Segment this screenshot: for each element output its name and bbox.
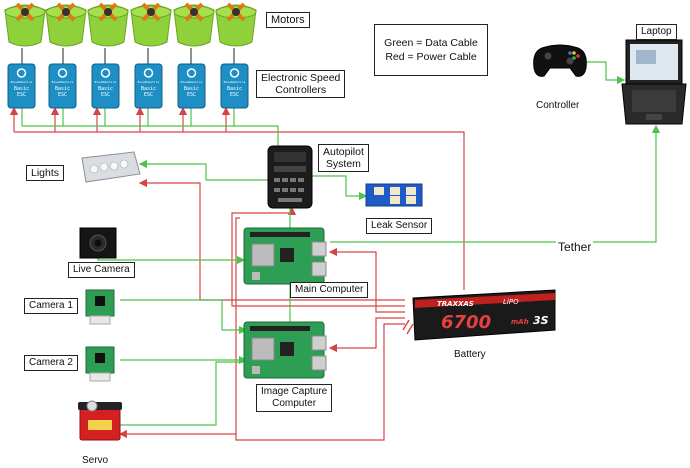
autopilot-label: Autopilot System <box>318 144 369 172</box>
esc: BlueRobotics Basic ESC <box>220 63 249 109</box>
esc: BlueRobotics Basic ESC <box>91 63 120 109</box>
main-computer-label: Main Computer <box>290 282 369 298</box>
motor <box>173 2 215 47</box>
camera2-module <box>85 346 115 382</box>
esc-model-text: Basic <box>227 86 242 92</box>
esc: BlueRobotics Basic ESC <box>177 63 206 109</box>
esc-brand-text: BlueRobotics <box>11 80 33 84</box>
data-lights <box>138 159 268 181</box>
laptop-icon <box>621 39 687 125</box>
camera1-label: Camera 1 <box>24 298 78 314</box>
image-capture-label: Image Capture Computer <box>256 384 333 412</box>
gamepad-icon <box>533 44 587 77</box>
lights-label: Lights <box>26 165 65 181</box>
esc: BlueRobotics Basic ESC <box>7 63 36 109</box>
data-leak <box>312 175 368 201</box>
power-image <box>328 317 405 353</box>
esc-type-text: ESC <box>17 92 26 98</box>
esc: BlueRobotics Basic ESC <box>134 63 163 109</box>
data-servo <box>120 361 246 426</box>
live-camera-module <box>79 227 117 259</box>
power-cables <box>9 106 465 441</box>
data-tether <box>330 124 661 243</box>
escs: BlueRobotics Basic ESC BlueRobotics Basi… <box>7 63 249 109</box>
data-live-camera <box>97 250 246 265</box>
data-bus-esc <box>22 125 279 146</box>
esc-type-text: ESC <box>187 92 196 98</box>
servo-label: Servo <box>82 455 109 466</box>
tether-label: Tether <box>556 240 594 254</box>
esc-type-text: ESC <box>230 92 239 98</box>
battery-brand-text: TRAXXAS <box>437 300 474 308</box>
lights-bar <box>81 151 141 183</box>
main-computer-board <box>243 227 327 285</box>
battery-label: Battery <box>454 349 486 360</box>
esc-type-text: ESC <box>144 92 153 98</box>
battery-pack: TRAXXAS LiPO 6700 mAh 3S <box>402 289 556 341</box>
battery-unit-text: mAh <box>511 318 529 326</box>
esc-brand-text: BlueRobotics <box>138 80 160 84</box>
motors-label: Motors <box>266 12 310 28</box>
esc-model-text: Basic <box>98 86 113 92</box>
motor <box>130 2 172 47</box>
esc-label: Electronic Speed Controllers <box>256 70 346 98</box>
laptop-label: Laptop <box>636 24 677 40</box>
data-cables <box>21 61 661 426</box>
motor <box>45 2 87 47</box>
live-camera-label: Live Camera <box>68 262 135 278</box>
esc-model-text: Basic <box>184 86 199 92</box>
autopilot-board <box>267 145 313 209</box>
battery-capacity-text: 6700 <box>441 312 491 333</box>
camera2-label: Camera 2 <box>24 355 78 371</box>
legend-green: Green = Data Cable <box>384 37 478 49</box>
esc-model-text: Basic <box>55 86 70 92</box>
motor <box>4 2 46 47</box>
esc: BlueRobotics Basic ESC <box>48 63 77 109</box>
battery-cells-text: 3S <box>533 314 549 327</box>
esc-type-text: ESC <box>101 92 110 98</box>
controller-label: Controller <box>536 100 580 111</box>
leak-sensor-label: Leak Sensor <box>366 218 433 234</box>
power-main <box>328 247 405 313</box>
power-bus-esc <box>14 131 465 290</box>
motor <box>215 2 257 47</box>
camera1-module <box>85 289 115 325</box>
esc-brand-text: BlueRobotics <box>52 80 74 84</box>
motors <box>4 2 257 64</box>
esc-brand-text: BlueRobotics <box>224 80 246 84</box>
esc-model-text: Basic <box>14 86 29 92</box>
battery-chem-text: LiPO <box>503 298 519 306</box>
power-lights <box>138 178 405 301</box>
cable-legend: Green = Data Cable Red = Power Cable <box>374 24 488 76</box>
data-camera1 <box>120 299 248 335</box>
image-capture-computer-board <box>243 321 327 379</box>
esc-type-text: ESC <box>58 92 67 98</box>
esc-brand-text: BlueRobotics <box>95 80 117 84</box>
power-servo <box>235 217 405 441</box>
esc-brand-text: BlueRobotics <box>181 80 203 84</box>
esc-model-text: Basic <box>141 86 156 92</box>
motor <box>87 2 129 47</box>
legend-red: Red = Power Cable <box>385 51 477 63</box>
servo-motor <box>78 400 122 441</box>
leak-sensor-board <box>365 183 423 207</box>
data-controller <box>586 61 626 85</box>
